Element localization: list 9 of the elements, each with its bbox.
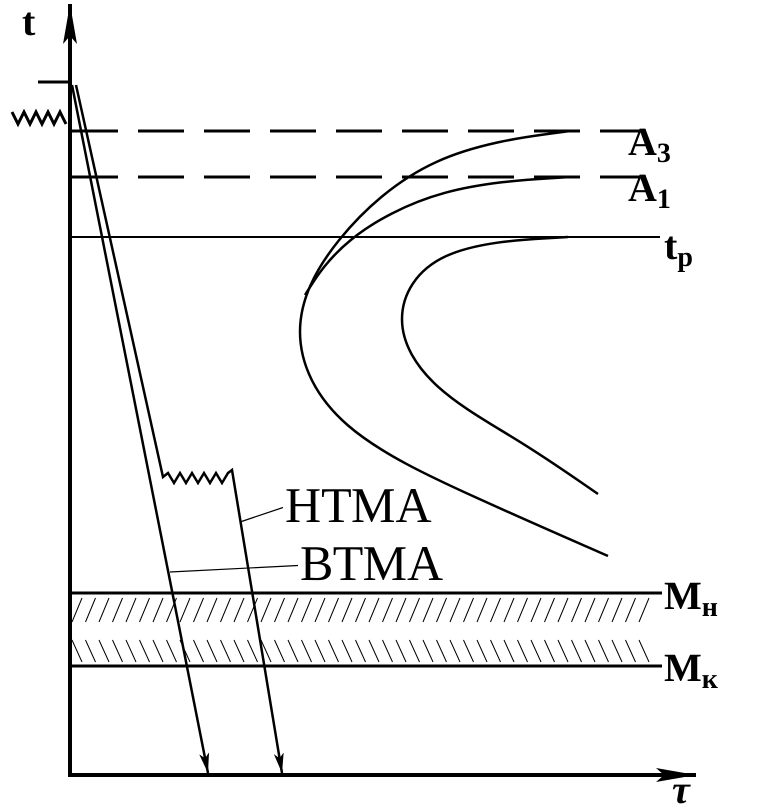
leader-line bbox=[170, 564, 298, 573]
curve-label: ВТМА bbox=[300, 538, 444, 588]
line-label: M$_{н}$ bbox=[664, 576, 718, 622]
line-label: t$_{р}$ bbox=[664, 226, 693, 272]
axis-label: τ bbox=[672, 770, 690, 810]
line-label: M$_{к}$ bbox=[664, 648, 718, 694]
axis-label: t bbox=[22, 2, 36, 42]
curve-label: НТМА bbox=[285, 480, 432, 530]
leader-line bbox=[240, 506, 284, 523]
